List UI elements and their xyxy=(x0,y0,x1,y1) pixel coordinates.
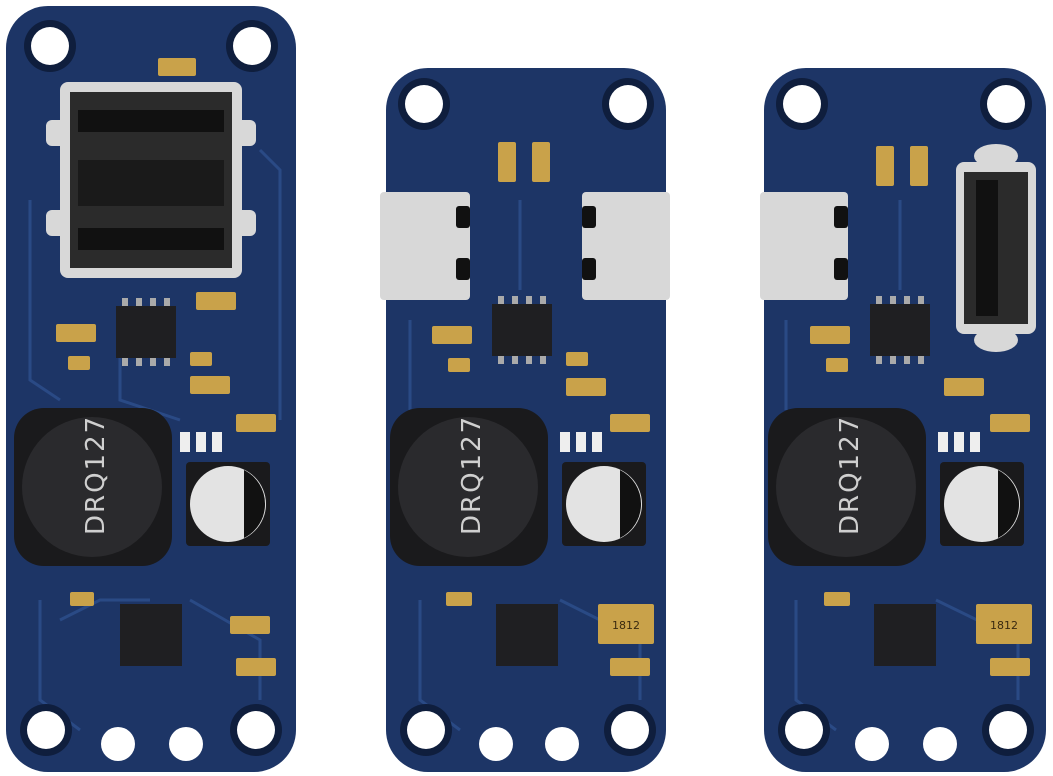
smd-passives xyxy=(432,142,650,676)
inductor-label: DRQ127 xyxy=(457,415,487,535)
inductor-label: DRQ127 xyxy=(81,415,111,535)
mounting-holes xyxy=(776,78,1034,761)
capacitor-label: 1812 xyxy=(990,619,1018,632)
usb-a-dual-connector xyxy=(46,82,256,278)
inductor-label: DRQ127 xyxy=(835,415,865,535)
electrolytic-capacitor xyxy=(186,462,270,546)
smd-passives xyxy=(56,58,276,676)
usb-a-vertical-connector xyxy=(956,144,1036,352)
usb-c-connector-output xyxy=(582,192,670,300)
electrolytic-capacitor xyxy=(940,462,1024,546)
power-inductor: DRQ127 xyxy=(14,408,172,566)
usb-c-connector-input xyxy=(380,192,470,300)
usb-c-connector-input xyxy=(760,192,848,300)
power-inductor: DRQ127 xyxy=(768,408,926,566)
qfn-controller-chip xyxy=(874,604,936,666)
smd-passives xyxy=(810,146,1030,676)
soic-8-chip xyxy=(492,296,552,364)
sot-transistors xyxy=(560,432,602,452)
sot-transistors xyxy=(180,432,222,452)
mlcc-capacitor-1812: 1812 xyxy=(976,604,1032,644)
qfn-controller-chip xyxy=(120,604,182,666)
qfn-controller-chip xyxy=(496,604,558,666)
power-inductor: DRQ127 xyxy=(390,408,548,566)
mlcc-capacitor-1812: 1812 xyxy=(598,604,654,644)
electrolytic-capacitor xyxy=(562,462,646,546)
soic-8-chip xyxy=(870,296,930,364)
mounting-holes xyxy=(20,20,282,761)
mounting-holes xyxy=(398,78,656,761)
soic-8-chip xyxy=(116,298,176,366)
capacitor-label: 1812 xyxy=(612,619,640,632)
sot-transistors xyxy=(938,432,980,452)
